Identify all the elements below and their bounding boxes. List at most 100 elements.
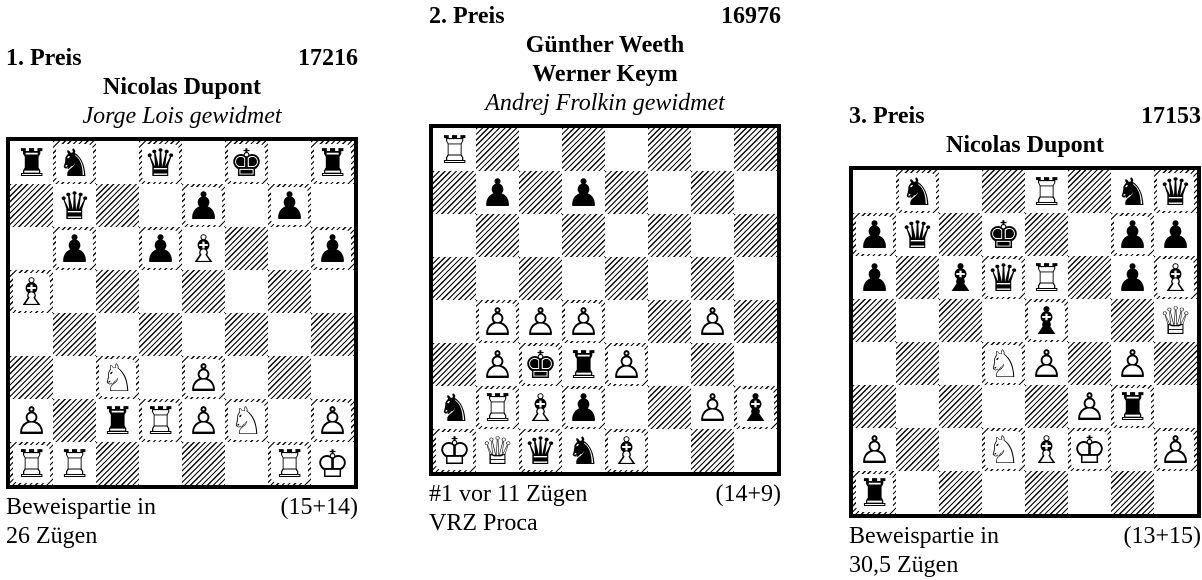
problem-1: 1. Preis 17216 Nicolas Dupont Jorge Lois… bbox=[6, 44, 358, 551]
dark-square bbox=[853, 299, 896, 342]
light-square bbox=[1154, 385, 1197, 428]
dark-square bbox=[853, 385, 896, 428]
problem-header: 1. Preis 17216 bbox=[6, 44, 358, 73]
black-knight-icon: ♞ bbox=[1111, 170, 1154, 213]
white-knight-icon: ♘ bbox=[225, 399, 268, 442]
white-knight-icon: ♘ bbox=[96, 356, 139, 399]
light-square bbox=[734, 343, 777, 386]
light-square bbox=[562, 257, 605, 300]
light-square bbox=[182, 313, 225, 356]
black-king-icon: ♚ bbox=[225, 141, 268, 184]
dark-square bbox=[139, 313, 182, 356]
light-square bbox=[648, 171, 691, 214]
dark-square bbox=[691, 257, 734, 300]
dark-square bbox=[1111, 299, 1154, 342]
light-square bbox=[53, 356, 96, 399]
prize-label: 3. Preis bbox=[849, 102, 925, 131]
white-rook-icon: ♖ bbox=[433, 128, 476, 171]
light-square bbox=[605, 300, 648, 343]
dark-square bbox=[268, 356, 311, 399]
black-pawn-icon: ♟ bbox=[268, 184, 311, 227]
white-bishop-icon: ♗ bbox=[10, 270, 53, 313]
dark-square bbox=[562, 214, 605, 257]
light-square bbox=[268, 313, 311, 356]
white-pawn-icon: ♙ bbox=[182, 356, 225, 399]
light-square bbox=[10, 313, 53, 356]
light-square bbox=[1068, 471, 1111, 514]
white-bishop-icon: ♗ bbox=[605, 429, 648, 472]
dark-square bbox=[53, 313, 96, 356]
white-pawn-icon: ♙ bbox=[1025, 342, 1068, 385]
author-name: Günther Weeth bbox=[429, 31, 781, 60]
light-square bbox=[939, 342, 982, 385]
light-square bbox=[853, 342, 896, 385]
dark-square bbox=[10, 184, 53, 227]
dark-square bbox=[268, 270, 311, 313]
dark-square bbox=[734, 300, 777, 343]
black-pawn-icon: ♟ bbox=[1154, 213, 1197, 256]
dark-square bbox=[648, 128, 691, 171]
dark-square bbox=[734, 214, 777, 257]
white-king-icon: ♔ bbox=[433, 429, 476, 472]
black-queen-icon: ♛ bbox=[519, 429, 562, 472]
black-bishop-icon: ♝ bbox=[939, 256, 982, 299]
black-rook-icon: ♜ bbox=[10, 141, 53, 184]
dark-square bbox=[939, 213, 982, 256]
problem-number: 17153 bbox=[1141, 102, 1201, 131]
stipulation: Beweispartie in bbox=[849, 522, 999, 551]
dark-square bbox=[476, 128, 519, 171]
white-pawn-icon: ♙ bbox=[691, 300, 734, 343]
light-square bbox=[1111, 428, 1154, 471]
dark-square bbox=[648, 386, 691, 429]
light-square bbox=[648, 257, 691, 300]
light-square bbox=[96, 141, 139, 184]
dark-square bbox=[1068, 342, 1111, 385]
light-square bbox=[268, 399, 311, 442]
light-square bbox=[139, 270, 182, 313]
light-square bbox=[648, 429, 691, 472]
light-square bbox=[1068, 299, 1111, 342]
black-pawn-icon: ♟ bbox=[853, 256, 896, 299]
black-pawn-icon: ♟ bbox=[562, 386, 605, 429]
dark-square bbox=[605, 257, 648, 300]
light-square bbox=[519, 214, 562, 257]
problem-3: 3. Preis 17153 Nicolas Dupont ♞♖♞♛♟♛♚♟♟♟… bbox=[849, 102, 1201, 580]
dark-square bbox=[1068, 170, 1111, 213]
dark-square bbox=[648, 300, 691, 343]
black-knight-icon: ♞ bbox=[896, 170, 939, 213]
dark-square bbox=[96, 442, 139, 485]
dark-square bbox=[939, 385, 982, 428]
light-square bbox=[648, 343, 691, 386]
light-square bbox=[139, 356, 182, 399]
white-queen-icon: ♕ bbox=[476, 429, 519, 472]
white-king-icon: ♔ bbox=[311, 442, 354, 485]
white-pawn-icon: ♙ bbox=[853, 428, 896, 471]
black-queen-icon: ♛ bbox=[139, 141, 182, 184]
light-square bbox=[182, 141, 225, 184]
black-queen-icon: ♛ bbox=[1154, 170, 1197, 213]
light-square bbox=[939, 170, 982, 213]
light-square bbox=[734, 429, 777, 472]
light-square bbox=[1068, 213, 1111, 256]
black-queen-icon: ♛ bbox=[53, 184, 96, 227]
dark-square bbox=[982, 170, 1025, 213]
light-square bbox=[982, 385, 1025, 428]
dark-square bbox=[1025, 471, 1068, 514]
light-square bbox=[53, 270, 96, 313]
problem-caption: Beweispartie in (13+15) 30,5 Zügen bbox=[849, 522, 1201, 580]
problem-caption: Beweispartie in (15+14) 26 Zügen bbox=[6, 493, 358, 551]
light-square bbox=[225, 442, 268, 485]
dark-square bbox=[96, 270, 139, 313]
black-knight-icon: ♞ bbox=[562, 429, 605, 472]
light-square bbox=[734, 171, 777, 214]
light-square bbox=[311, 356, 354, 399]
dark-square bbox=[225, 313, 268, 356]
white-pawn-icon: ♙ bbox=[476, 343, 519, 386]
problem-header: 2. Preis 16976 bbox=[429, 2, 781, 31]
white-pawn-icon: ♙ bbox=[311, 399, 354, 442]
black-knight-icon: ♞ bbox=[53, 141, 96, 184]
white-pawn-icon: ♙ bbox=[691, 386, 734, 429]
dark-square bbox=[519, 171, 562, 214]
black-pawn-icon: ♟ bbox=[1111, 213, 1154, 256]
white-knight-icon: ♘ bbox=[982, 428, 1025, 471]
